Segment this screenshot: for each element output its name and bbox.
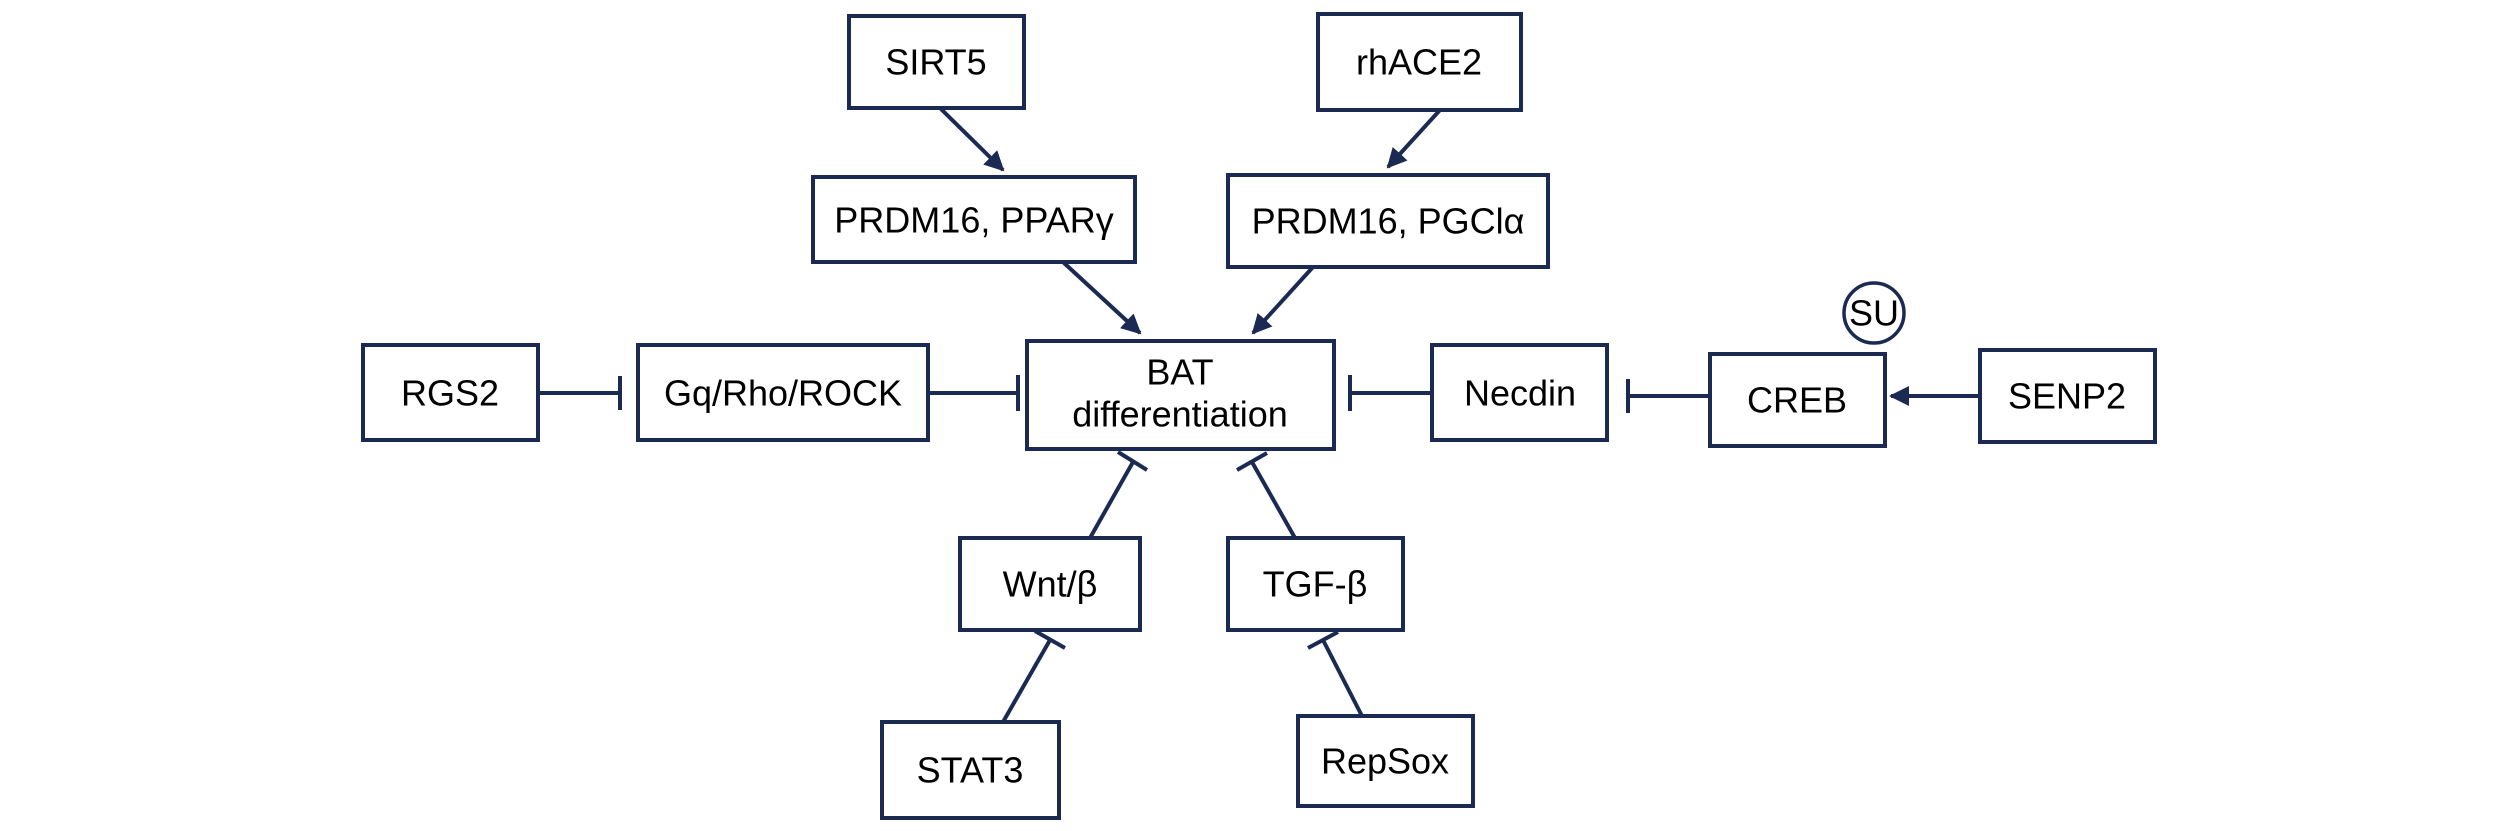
node-prdm16-pgc: PRDM16, PGClα (1226, 173, 1550, 269)
edge-wnt-to-bat (1088, 461, 1135, 539)
su-label: SU (1849, 293, 1899, 334)
node-prdm16-ppar-label: PRDM16, PPARγ (834, 200, 1113, 241)
node-prdm16-pgc-label: PRDM16, PGClα (1252, 201, 1525, 242)
edge-repsox-to-tgf (1321, 639, 1364, 717)
node-sirt5: SIRT5 (847, 14, 1026, 110)
edge-repsox-to-tgf-bar (1307, 630, 1339, 650)
edge-rhace2-to-prdm16-pgc (1386, 108, 1442, 169)
node-repsox-label: RepSox (1321, 741, 1449, 782)
node-stat3-label: STAT3 (917, 750, 1024, 791)
node-rhace2-label: rhACE2 (1356, 42, 1482, 83)
node-creb-label: CREB (1747, 380, 1847, 421)
node-necdin: Necdin (1430, 343, 1609, 442)
edges (538, 106, 1980, 723)
edge-sirt5-to-prdm16-ppar (938, 106, 1005, 172)
node-bat-label-line2: differentiation (1072, 394, 1288, 435)
node-tgf: TGF-β (1226, 536, 1405, 632)
node-tgf-label: TGF-β (1263, 564, 1368, 605)
edge-tgf-to-bat-bar (1236, 451, 1268, 472)
node-wnt-label: Wnt/β (1003, 564, 1098, 605)
node-stat3: STAT3 (880, 720, 1061, 820)
node-prdm16-ppar: PRDM16, PPARγ (811, 175, 1137, 264)
node-rgs2-label: RGS2 (401, 373, 499, 414)
node-gq-rho-rock-label: Gq/Rho/ROCK (664, 373, 902, 414)
edge-prdm16-ppar-to-bat (1061, 260, 1142, 335)
node-senp2: SENP2 (1978, 348, 2157, 444)
node-rhace2: rhACE2 (1316, 12, 1523, 112)
edge-tgf-to-bat (1250, 461, 1297, 539)
node-creb: CREB (1708, 352, 1887, 448)
edge-stat3-to-wnt (1001, 639, 1052, 723)
node-senp2-label: SENP2 (2008, 376, 2126, 417)
node-rgs2: RGS2 (361, 343, 540, 442)
node-repsox: RepSox (1296, 714, 1475, 808)
node-bat-label-line1: BAT (1146, 352, 1213, 393)
edge-wnt-to-bat-bar (1116, 450, 1149, 472)
node-gq-rho-rock: Gq/Rho/ROCK (636, 343, 930, 442)
edge-stat3-to-wnt-bar (1034, 629, 1066, 650)
node-sirt5-label: SIRT5 (885, 42, 986, 83)
edge-prdm16-pgc-to-bat (1251, 265, 1315, 335)
node-necdin-label: Necdin (1464, 373, 1576, 414)
node-bat-differentiation: BAT differentiation (1025, 339, 1336, 451)
su-modification: SU (1842, 281, 1906, 345)
node-wnt: Wnt/β (958, 536, 1142, 632)
